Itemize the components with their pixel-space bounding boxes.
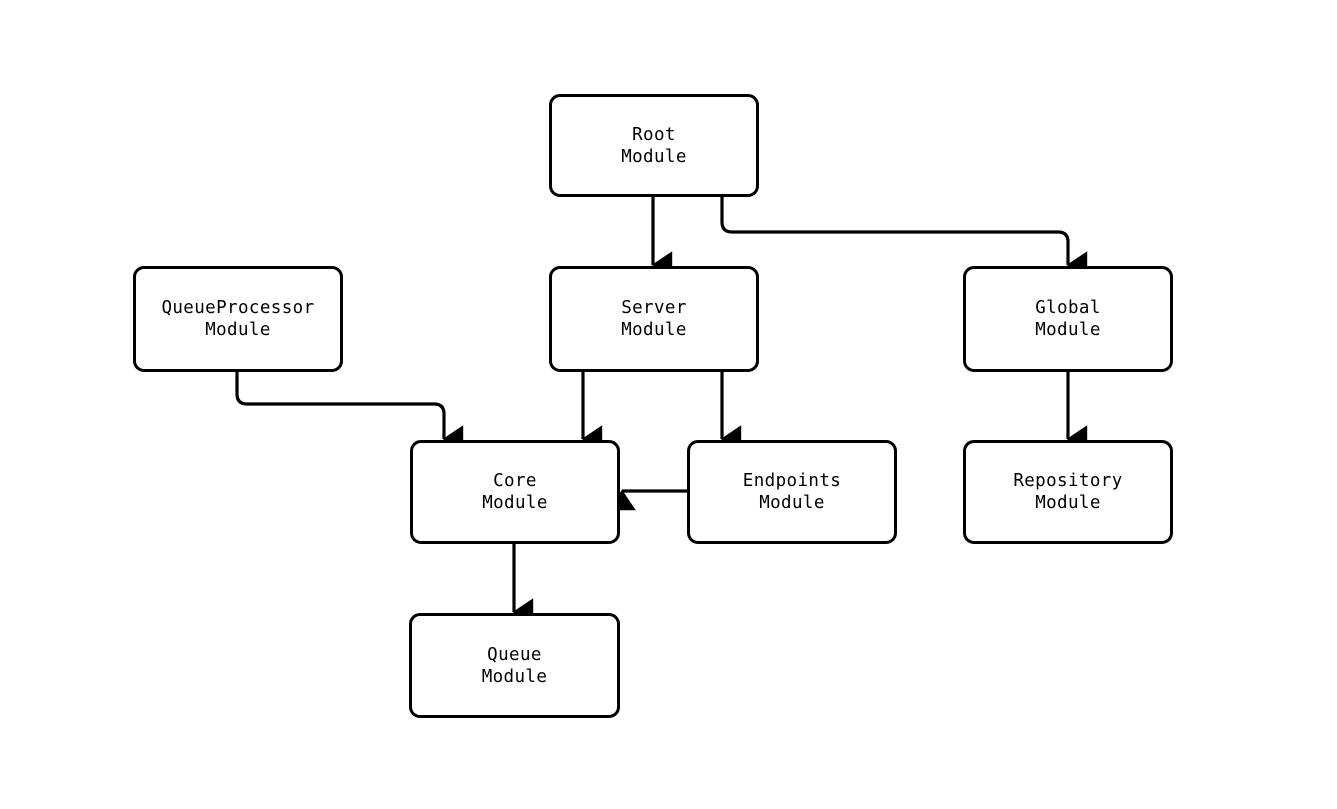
node-queue-label-line2: Module [481, 666, 548, 687]
node-server[interactable]: Server Module [549, 266, 759, 372]
node-queue[interactable]: Queue Module [409, 613, 620, 718]
node-core[interactable]: Core Module [410, 440, 620, 544]
edge-queueprocessor-to-core [235, 372, 464, 453]
node-core-label-line1: Core [493, 471, 537, 491]
node-root-label-line2: Module [621, 146, 687, 167]
node-root[interactable]: Root Module [549, 94, 759, 197]
node-global[interactable]: Global Module [963, 266, 1173, 372]
node-root-label-line1: Root [632, 124, 676, 145]
node-repository-label-line2: Module [1035, 493, 1101, 513]
node-endpoints-label-line2: Module [759, 493, 825, 513]
node-server-label-line1: Server [621, 298, 687, 318]
node-queueprocessor[interactable]: QueueProcessor Module [133, 266, 343, 372]
node-core-label-line2: Module [482, 493, 548, 513]
node-queueprocessor-label-line1: QueueProcessor [161, 298, 315, 318]
node-endpoints[interactable]: Endpoints Module [687, 440, 897, 544]
node-repository-label-line1: Repository [1013, 471, 1123, 491]
node-repository[interactable]: Repository Module [963, 440, 1173, 544]
node-endpoints-label-line1: Endpoints [742, 471, 842, 491]
node-global-label-line1: Global [1035, 298, 1101, 318]
node-queue-label-line1: Queue [487, 644, 542, 665]
node-queueprocessor-label-line2: Module [205, 320, 271, 340]
node-server-label-line2: Module [621, 320, 687, 340]
node-global-label-line2: Module [1035, 320, 1101, 340]
edge-root-to-global [720, 197, 1088, 279]
